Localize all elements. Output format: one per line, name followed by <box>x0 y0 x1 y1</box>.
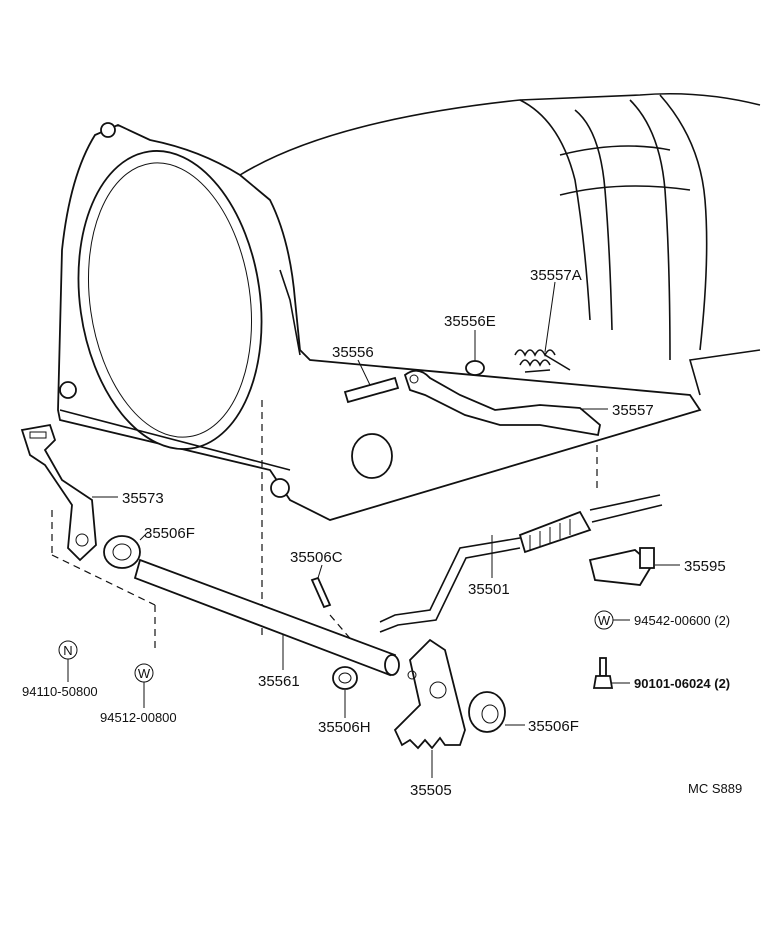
label-35556: 35556 <box>332 344 374 361</box>
bolt-90101 <box>592 657 614 689</box>
washer-symbol-94512: W <box>134 663 154 683</box>
lever-35557 <box>403 369 601 437</box>
diagram-code: MC S889 <box>688 781 742 796</box>
bracket-35573 <box>20 423 97 562</box>
label-35506h: 35506H <box>318 719 371 736</box>
part-labels: 35557A 35556E 35556 35557 35573 35506F 3… <box>22 267 742 799</box>
w-mark-left: W <box>138 666 151 681</box>
leader-lines <box>67 281 680 778</box>
label-35506c: 35506C <box>290 549 343 566</box>
sector-35505 <box>393 638 466 750</box>
label-35557: 35557 <box>612 402 654 419</box>
clamp-35595 <box>588 547 655 586</box>
label-94512: 94512-00800 <box>100 710 177 725</box>
transmission-housing <box>57 92 761 521</box>
bushing-35506h <box>332 666 358 690</box>
label-35556e: 35556E <box>444 313 496 330</box>
label-35501: 35501 <box>468 581 510 598</box>
label-94110: 94110-50800 <box>22 684 98 699</box>
label-94542: 94542-00600 (2) <box>634 613 730 628</box>
w-mark-right: W <box>598 613 611 628</box>
washer-symbol-94542: W <box>594 610 614 630</box>
label-35561: 35561 <box>258 673 300 690</box>
seal-35506f-lower <box>468 691 506 733</box>
shaft-35561 <box>133 558 400 677</box>
pin-35556 <box>343 376 400 404</box>
clip-35556e <box>465 360 485 376</box>
label-35506f-lower: 35506F <box>528 718 579 735</box>
label-90101: 90101-06024 (2) <box>634 676 730 691</box>
label-35557a: 35557A <box>530 267 582 284</box>
spring-35557a <box>514 349 571 373</box>
seal-35506f-upper <box>103 535 141 569</box>
rod-35501 <box>379 494 663 633</box>
label-35506f-upper: 35506F <box>144 525 195 542</box>
label-35595: 35595 <box>684 558 726 575</box>
label-35573: 35573 <box>122 490 164 507</box>
nut-symbol-94110: N <box>58 640 78 660</box>
pin-35506c <box>310 576 332 609</box>
label-35505: 35505 <box>410 782 452 799</box>
n-mark: N <box>63 643 72 658</box>
